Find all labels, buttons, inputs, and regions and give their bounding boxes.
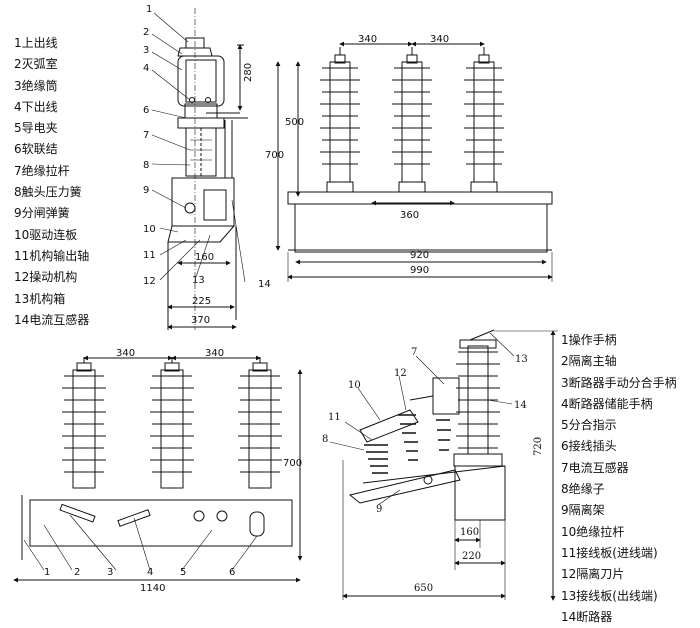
dim-340a: 340	[358, 34, 377, 45]
callout-11: 11	[143, 250, 156, 261]
callout-5: 5	[180, 567, 186, 578]
legend-top-left-item: 3绝缘筒	[14, 78, 58, 93]
callout-6: 6	[143, 105, 149, 116]
legend-bottom-right-item: 10绝缘拉杆	[561, 524, 625, 539]
legend-bottom-right-item: 4断路器储能手柄	[561, 396, 653, 411]
legend-top-left-item: 4下出线	[14, 99, 58, 114]
callout-14: 14	[514, 400, 527, 411]
dim-225: 225	[192, 296, 211, 307]
legend-top-left-item: 11机构输出轴	[14, 248, 90, 263]
legend-bottom-right-item: 3断路器手动分合手柄	[561, 375, 677, 390]
dim-720: 720	[533, 437, 544, 456]
legend-top-left-item: 12操动机构	[14, 270, 78, 285]
callout-9: 9	[376, 504, 382, 515]
front-view-labels: 340 340 500 700 360 920 990	[265, 34, 449, 276]
side-view	[151, 8, 248, 330]
callout-13: 13	[192, 275, 205, 286]
callout-2: 2	[74, 567, 80, 578]
callout-10: 10	[143, 224, 156, 235]
legend-bottom-right-item: 12隔离刀片	[561, 567, 625, 582]
callout-3: 3	[143, 45, 149, 56]
callout-13: 13	[515, 354, 528, 365]
callout-3: 3	[107, 567, 113, 578]
legend-bottom-right-item: 8绝缘子	[561, 482, 605, 497]
legend-bottom-right-item: 13接线板(出线端)	[561, 588, 658, 603]
callout-8: 8	[322, 434, 328, 445]
legend-bottom-right-item: 14断路器	[561, 609, 613, 624]
legend-bottom-right-item: 1操作手柄	[561, 333, 617, 347]
dim-360: 360	[400, 210, 419, 221]
legend-top-left-item: 14电流互感器	[14, 312, 90, 327]
legend-top-left-item: 6软联结	[14, 142, 58, 157]
callout-4: 4	[143, 63, 149, 74]
callout-1: 1	[146, 4, 152, 15]
callout-7: 7	[143, 130, 149, 141]
dim-370: 370	[191, 315, 210, 326]
dim-920: 920	[410, 250, 429, 261]
callout-7: 7	[411, 347, 417, 358]
dim-160: 160	[195, 252, 214, 263]
callout-14: 14	[258, 279, 271, 290]
callout-1: 1	[44, 567, 50, 578]
callout-12: 12	[143, 276, 156, 287]
legend-bottom-right: 1操作手柄 2隔离主轴 3断路器手动分合手柄 4断路器储能手柄 5分合指示 6接线插头 7电…	[561, 330, 677, 628]
callout-11: 11	[328, 412, 341, 423]
legend-bottom-right-item: 9隔离架	[561, 503, 605, 518]
legend-bottom-right-item: 5分合指示	[561, 418, 617, 433]
legend-top-left-item: 9分闸弹簧	[14, 206, 70, 221]
dim-700: 700	[283, 458, 302, 469]
dim-280: 280	[243, 63, 254, 82]
callout-4: 4	[147, 567, 153, 578]
callout-10: 10	[348, 380, 361, 391]
dim-650: 650	[414, 583, 433, 594]
front-view-2-labels: 340 340 700 1140 1 2 3 4 5 6	[44, 348, 302, 594]
callout-9: 9	[143, 185, 149, 196]
callout-6: 6	[229, 567, 235, 578]
legend-bottom-right-item: 2隔离主轴	[561, 354, 617, 369]
legend-top-left-item: 13机构箱	[14, 291, 66, 306]
iso-view	[329, 329, 558, 601]
legend-bottom-right-item: 6接线插头	[561, 439, 617, 454]
dim-340b: 340	[205, 348, 224, 359]
callout-12: 12	[394, 368, 407, 379]
legend-top-left-item: 8触头压力簧	[14, 185, 82, 200]
front-view-2	[13, 355, 303, 583]
legend-top-left-item: 2灭弧室	[14, 57, 58, 72]
dim-220: 220	[462, 551, 481, 562]
dim-700: 700	[265, 150, 284, 161]
iso-view-labels: 7 12 10 11 8 9 13 14 720 160 220 650	[322, 347, 544, 594]
legend-bottom-right-item: 11接线板(进线端)	[561, 545, 658, 560]
dim-1140: 1140	[140, 583, 165, 594]
dim-500: 500	[285, 117, 304, 128]
dim-990: 990	[410, 265, 429, 276]
dim-340a: 340	[116, 348, 135, 359]
legend-top-left-item: 10驱动连板	[14, 227, 78, 242]
side-view-labels: 1 2 3 4 6 7 8 9 10 11 12 13 14 280 160 2…	[143, 4, 271, 326]
callout-8: 8	[143, 160, 149, 171]
legend-bottom-right-item: 7电流互感器	[561, 460, 629, 475]
legend-top-left-item: 5导电夹	[14, 121, 58, 136]
dim-160: 160	[460, 527, 479, 538]
callout-2: 2	[143, 27, 149, 38]
legend-top-left-item: 1上出线	[14, 36, 58, 50]
legend-top-left: 1上出线 2灭弧室 3绝缘筒 4下出线 5导电夹 6软联结 7绝缘拉杆 8触头压力簧 9分闸弹簧…	[14, 33, 89, 331]
legend-top-left-item: 7绝缘拉杆	[14, 163, 70, 178]
front-view	[275, 41, 553, 282]
dim-340b: 340	[430, 34, 449, 45]
